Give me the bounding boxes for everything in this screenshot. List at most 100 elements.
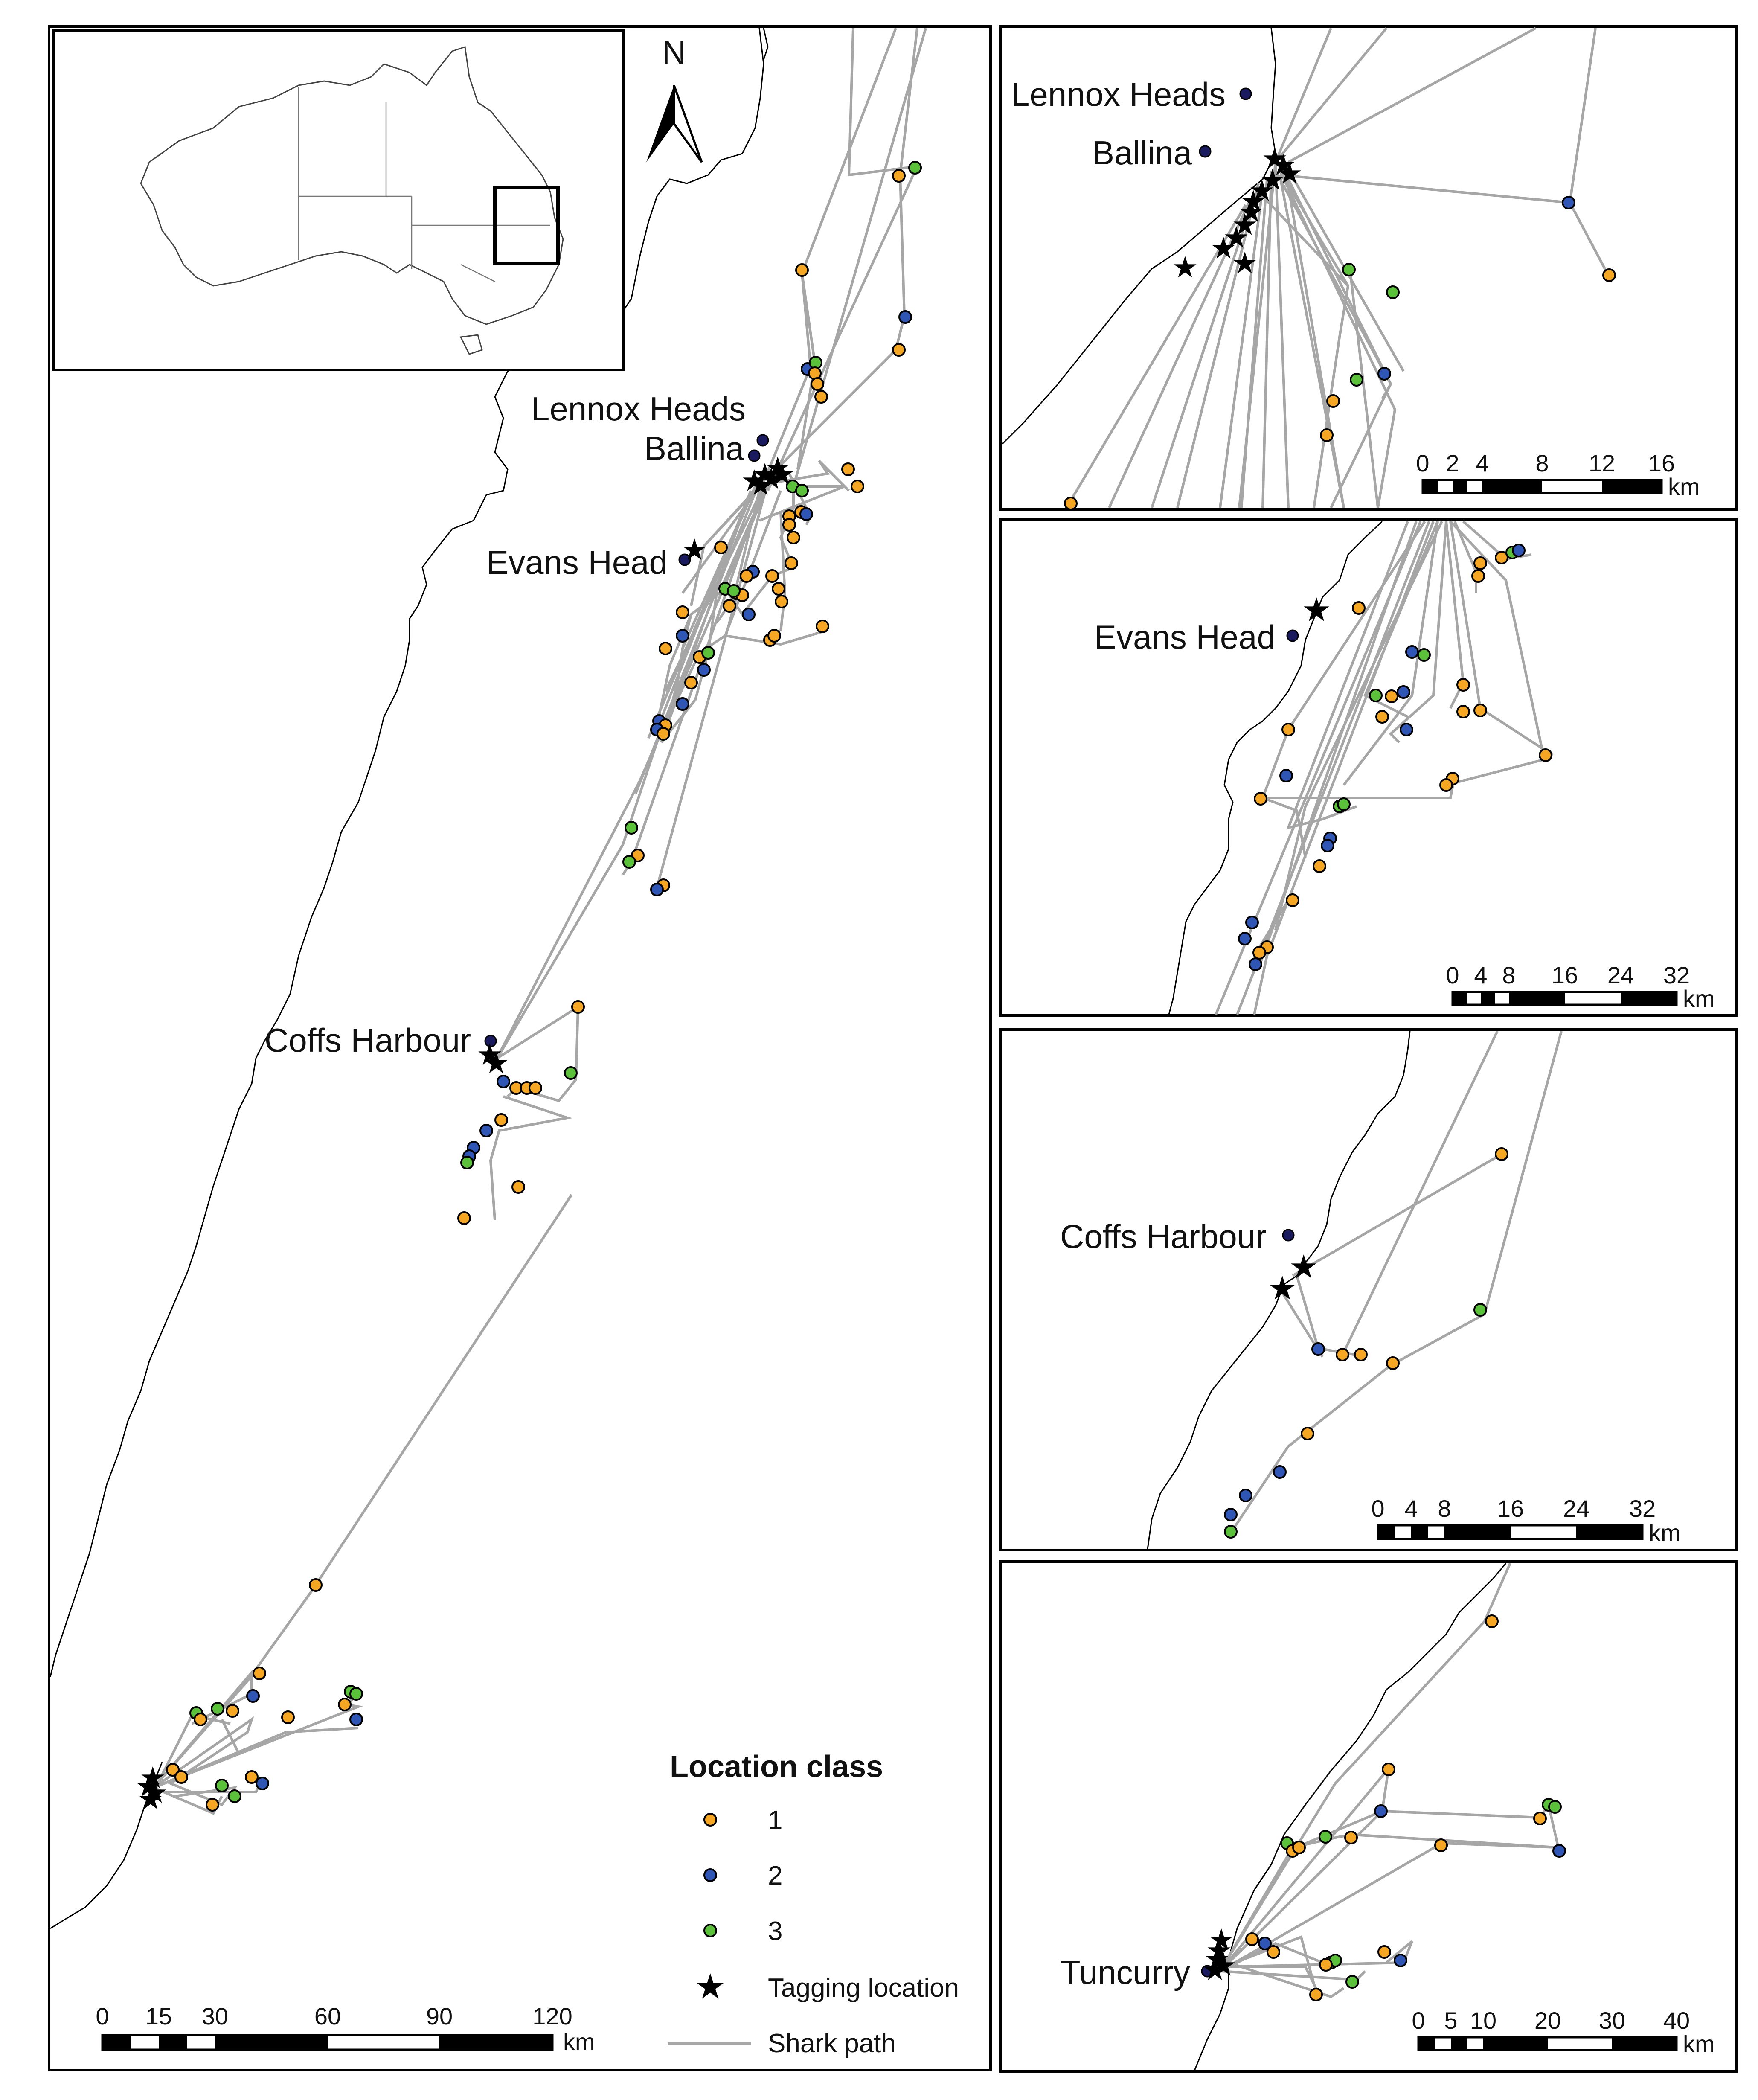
place-dot-evans: [678, 553, 691, 566]
scalebar-p2-tick: 8: [1502, 962, 1515, 989]
scalebar-panel4: 0 5 10 20 30 40 km: [1412, 2007, 1714, 2057]
panel3-frame: [999, 1028, 1738, 1551]
coastline-main-north-island: [763, 28, 769, 60]
legend-swatch-3: [703, 1924, 717, 1937]
scalebar-p1-tick: 12: [1589, 450, 1615, 477]
inset-extent-box: [493, 186, 560, 265]
place-dot-lennox-p1: [1239, 87, 1252, 100]
scalebar-p3-tick: 24: [1563, 1495, 1589, 1522]
location-points-panel1: [1064, 196, 1616, 510]
label-evans-head: Evans Head: [486, 544, 668, 581]
legend-swatch-1: [703, 1813, 717, 1827]
scalebar-p4-unit: km: [1683, 2030, 1715, 2057]
label-ballina-p1: Ballina: [1092, 134, 1192, 172]
scalebar-main-tick: 30: [202, 2003, 228, 2030]
legend-label-2: 2: [768, 1861, 782, 1891]
state-borders: [298, 87, 550, 282]
scalebar-p3-unit: km: [1649, 1519, 1681, 1546]
scalebar-main-tick: 90: [426, 2003, 453, 2030]
panel-tuncurry: Tuncurry 0 5 10 20 30 40 km: [999, 1560, 1738, 2073]
scalebar-p1-tick: 2: [1446, 450, 1459, 477]
scalebar-main-tick: 15: [145, 2003, 172, 2030]
location-points-main: [166, 161, 922, 1812]
legend-label-path: Shark path: [768, 2029, 896, 2058]
scalebar-p2-tick: 24: [1607, 962, 1634, 989]
place-markers-main: [484, 434, 769, 1047]
scalebar-main-tick: 0: [96, 2003, 109, 2030]
scalebar-p4-tick: 20: [1534, 2007, 1561, 2034]
legend: Location class 1 2 3 Tagging location Sh…: [668, 1750, 959, 2058]
coastline-panel4: [1194, 1563, 1507, 2071]
legend-title: Location class: [670, 1750, 883, 1784]
scalebar-p4-tick: 0: [1412, 2007, 1425, 2034]
legend-star-icon: [697, 1973, 724, 1999]
location-points-panel4: [1245, 1614, 1566, 2001]
label-coffs-harbour-p3: Coffs Harbour: [1060, 1218, 1267, 1255]
scalebar-p1-tick: 8: [1535, 450, 1549, 477]
scalebar-main-tick: 120: [532, 2003, 572, 2030]
legend-label-tagging: Tagging location: [768, 1973, 959, 2003]
tagging-stars-panel1: [1174, 147, 1301, 278]
tagging-stars-panel3: [1270, 1254, 1316, 1300]
scalebar-main-unit: km: [563, 2028, 595, 2055]
scalebar-p2-tick: 16: [1552, 962, 1578, 989]
place-dot-coffs-p3: [1282, 1229, 1295, 1242]
label-evans-head-p2: Evans Head: [1094, 618, 1276, 656]
location-points-panel3: [1224, 1147, 1508, 1539]
label-coffs-harbour: Coffs Harbour: [264, 1021, 471, 1059]
scalebar-p1-tick: 16: [1648, 450, 1675, 477]
scalebar-panel2: 0 4 8 16 24 32 km: [1446, 962, 1714, 1012]
shark-paths-panel2: [1215, 520, 1554, 1015]
label-lennox-heads: Lennox Heads: [531, 390, 746, 428]
scalebar-panel3: 0 4 8 16 24 32 km: [1371, 1495, 1680, 1546]
legend-label-1: 1: [768, 1806, 782, 1835]
scalebar-panel1: 0 2 4 8 12 16 km: [1416, 450, 1700, 500]
label-lennox-heads-p1: Lennox Heads: [1011, 76, 1226, 113]
legend-label-3: 3: [768, 1917, 782, 1946]
north-arrow: N: [646, 34, 703, 163]
tasmania-outline: [459, 334, 483, 355]
panel-evans-head: Evans Head 0 4 8 16 24 32 km: [999, 518, 1738, 1017]
location-points-panel2: [1238, 544, 1552, 971]
coastline-panel1: [1002, 28, 1276, 445]
scalebar-p4-tick: 10: [1470, 2007, 1496, 2034]
shark-paths-panel4: [1219, 1562, 1560, 1998]
shark-paths-main: [152, 27, 927, 1815]
place-dot-ballina-p1: [1199, 145, 1212, 158]
scalebar-p4-tick: 40: [1663, 2007, 1690, 2034]
scalebar-p3-tick: 4: [1404, 1495, 1418, 1522]
scalebar-main: 0 15 30 60 90 120 km: [96, 2003, 595, 2055]
scalebar-p3-tick: 16: [1497, 1495, 1524, 1522]
shark-paths-panel3: [1227, 1030, 1563, 1537]
scalebar-p2-unit: km: [1683, 985, 1715, 1012]
panel2-frame: [999, 518, 1738, 1017]
place-dot-coffs: [484, 1035, 497, 1047]
scalebar-p1-tick: 0: [1416, 450, 1429, 477]
scalebar-p2-tick: 4: [1474, 962, 1487, 989]
scalebar-p3-tick: 32: [1629, 1495, 1656, 1522]
main-map-panel: N: [48, 25, 992, 2071]
scalebar-p3-tick: 0: [1371, 1495, 1384, 1522]
label-ballina: Ballina: [644, 430, 744, 467]
scalebar-p4-tick: 30: [1599, 2007, 1625, 2034]
australia-inset: [52, 29, 625, 371]
main-panel-frame: [48, 25, 992, 2071]
scalebar-p4-tick: 5: [1444, 2007, 1457, 2034]
panel4-frame: [999, 1560, 1738, 2073]
scalebar-p3-tick: 8: [1438, 1495, 1451, 1522]
place-dot-ballina: [748, 449, 761, 462]
label-tuncurry-p4: Tuncurry: [1060, 1954, 1190, 1991]
scalebar-main-tick: 60: [314, 2003, 341, 2030]
north-label: N: [662, 34, 686, 71]
legend-swatch-2: [703, 1868, 717, 1882]
coastline-main: [49, 28, 764, 1677]
tagging-star-evans-p2: [1304, 597, 1329, 622]
scalebar-p1-tick: 4: [1476, 450, 1489, 477]
scalebar-p1-unit: km: [1668, 473, 1700, 500]
panel1-frame: [999, 25, 1738, 511]
place-dot-lennox: [756, 434, 769, 447]
scalebar-p2-tick: 32: [1663, 962, 1690, 989]
panel-lennox-ballina: Lennox Heads Ballina 0 2 4 8 12 16 km: [999, 25, 1738, 511]
coastline-panel2: [1168, 521, 1383, 1015]
